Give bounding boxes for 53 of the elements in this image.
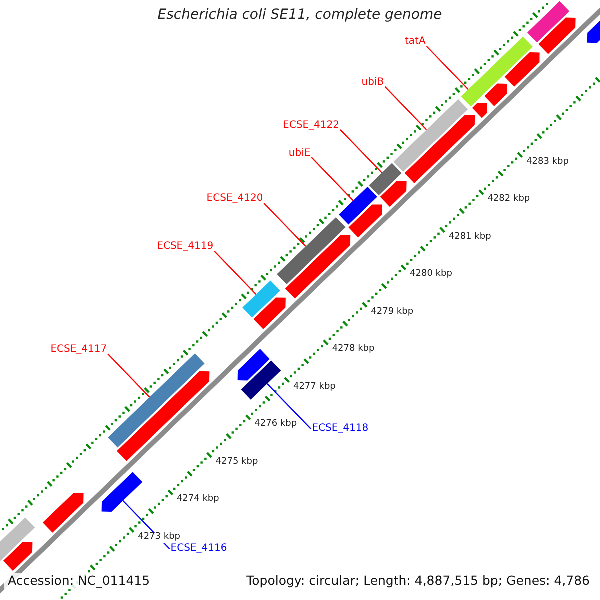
gene-arrow-shape bbox=[504, 52, 540, 87]
gene-arrow-shape bbox=[117, 371, 210, 462]
tick-label: 4280 kbp bbox=[410, 270, 452, 280]
gene-label: ECSE_4117 bbox=[50, 344, 108, 356]
gene-arrow-shape bbox=[238, 349, 270, 381]
gene-arrow-shape bbox=[3, 542, 33, 572]
gene-bar bbox=[277, 218, 346, 284]
gene-arrow-shape bbox=[42, 493, 84, 533]
gene-arrow-shape bbox=[285, 235, 351, 299]
leader-line bbox=[340, 129, 383, 174]
tick-label: 4278 kbp bbox=[332, 345, 375, 356]
gene-arrow-shape bbox=[380, 181, 407, 208]
gene-label: ECSE_4119 bbox=[157, 241, 214, 252]
tick-label: 4277 kbp bbox=[293, 382, 336, 393]
gene-label: tatA bbox=[404, 36, 426, 48]
gene-arrow-shape bbox=[472, 103, 488, 118]
gene-label: ubiE bbox=[288, 148, 311, 159]
tick-label: 4276 kbp bbox=[254, 420, 298, 430]
gene-bar bbox=[108, 354, 205, 448]
leader-line bbox=[384, 86, 428, 130]
gene-bar bbox=[528, 1, 570, 43]
tick-label: 4273 kbp bbox=[138, 532, 181, 543]
tick-label: 4283 kbp bbox=[526, 158, 569, 168]
leader-line bbox=[108, 354, 150, 398]
tick-label: 4275 kbp bbox=[216, 458, 258, 468]
gene-label: ECSE_4118 bbox=[312, 423, 369, 434]
gene-arrow-shape bbox=[484, 84, 508, 106]
leader-line bbox=[266, 383, 312, 430]
gene-bar bbox=[339, 186, 378, 225]
gene-arrow-shape bbox=[404, 115, 476, 184]
tick-label: 4282 kbp bbox=[488, 195, 530, 206]
gene-arrow-shape bbox=[254, 298, 286, 330]
gene-arrow-shape bbox=[538, 18, 576, 54]
gene-bar bbox=[394, 99, 468, 172]
tick-label: 4279 kbp bbox=[371, 308, 414, 318]
gene-bar bbox=[369, 163, 402, 196]
leader-line bbox=[311, 157, 354, 202]
gene-label: ubiB bbox=[362, 76, 384, 88]
tick-label: 4281 kbp bbox=[448, 232, 492, 243]
tick-label: 4274 kbp bbox=[176, 495, 220, 506]
gene-label: ECSE_4116 bbox=[170, 543, 228, 554]
gene-arrow-shape bbox=[348, 204, 382, 238]
gene-label: ECSE_4122 bbox=[283, 120, 340, 131]
gene-bar bbox=[461, 36, 533, 107]
gene-arrow-shape bbox=[102, 472, 143, 512]
leader-line bbox=[214, 250, 257, 296]
gene-label: ECSE_4120 bbox=[206, 193, 264, 204]
leader-line bbox=[264, 203, 306, 248]
leader-line bbox=[426, 46, 469, 90]
gene-bar bbox=[241, 360, 282, 400]
gene-bar bbox=[242, 280, 280, 318]
title: Escherichia coli SE11, complete genome bbox=[158, 8, 442, 24]
gene-bar bbox=[0, 518, 36, 564]
